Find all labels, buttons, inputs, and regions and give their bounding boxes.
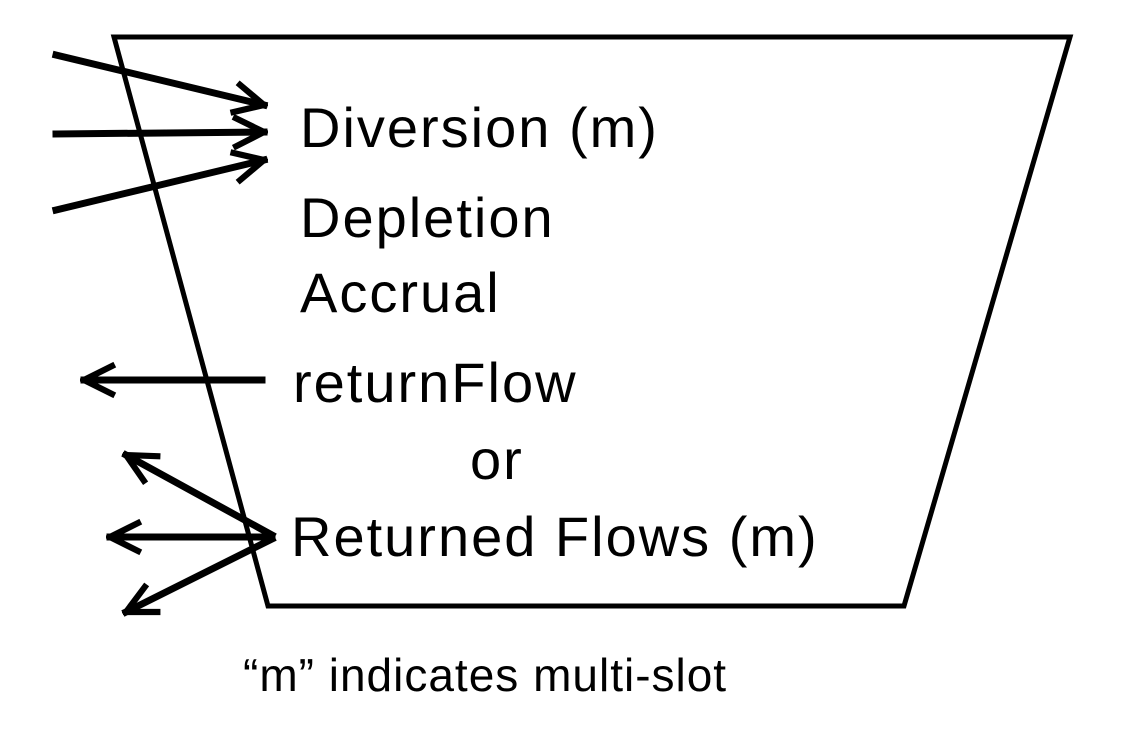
object-outline [110,34,1074,609]
inflow-arrow-lower [51,160,264,215]
slot-label-returned-flows: Returned Flows (m) [291,505,819,568]
diversion-inflow-arrows [51,50,264,215]
slot-label-accrual: Accrual [300,261,501,324]
inflow-arrow-upper [51,50,264,105]
outflow-arrow-upper [126,450,277,540]
returned-flows-arrows [110,450,277,617]
slot-label-depletion: Depletion [300,186,555,249]
outflow-arrow-lower [126,534,277,617]
slot-label-or: or [470,428,524,491]
slot-label-return-flow: returnFlow [293,351,578,414]
caption-multi-slot: “m” indicates multi-slot [243,649,727,701]
inflow-arrow-middle [52,132,264,134]
slot-label-diversion: Diversion (m) [300,96,659,159]
